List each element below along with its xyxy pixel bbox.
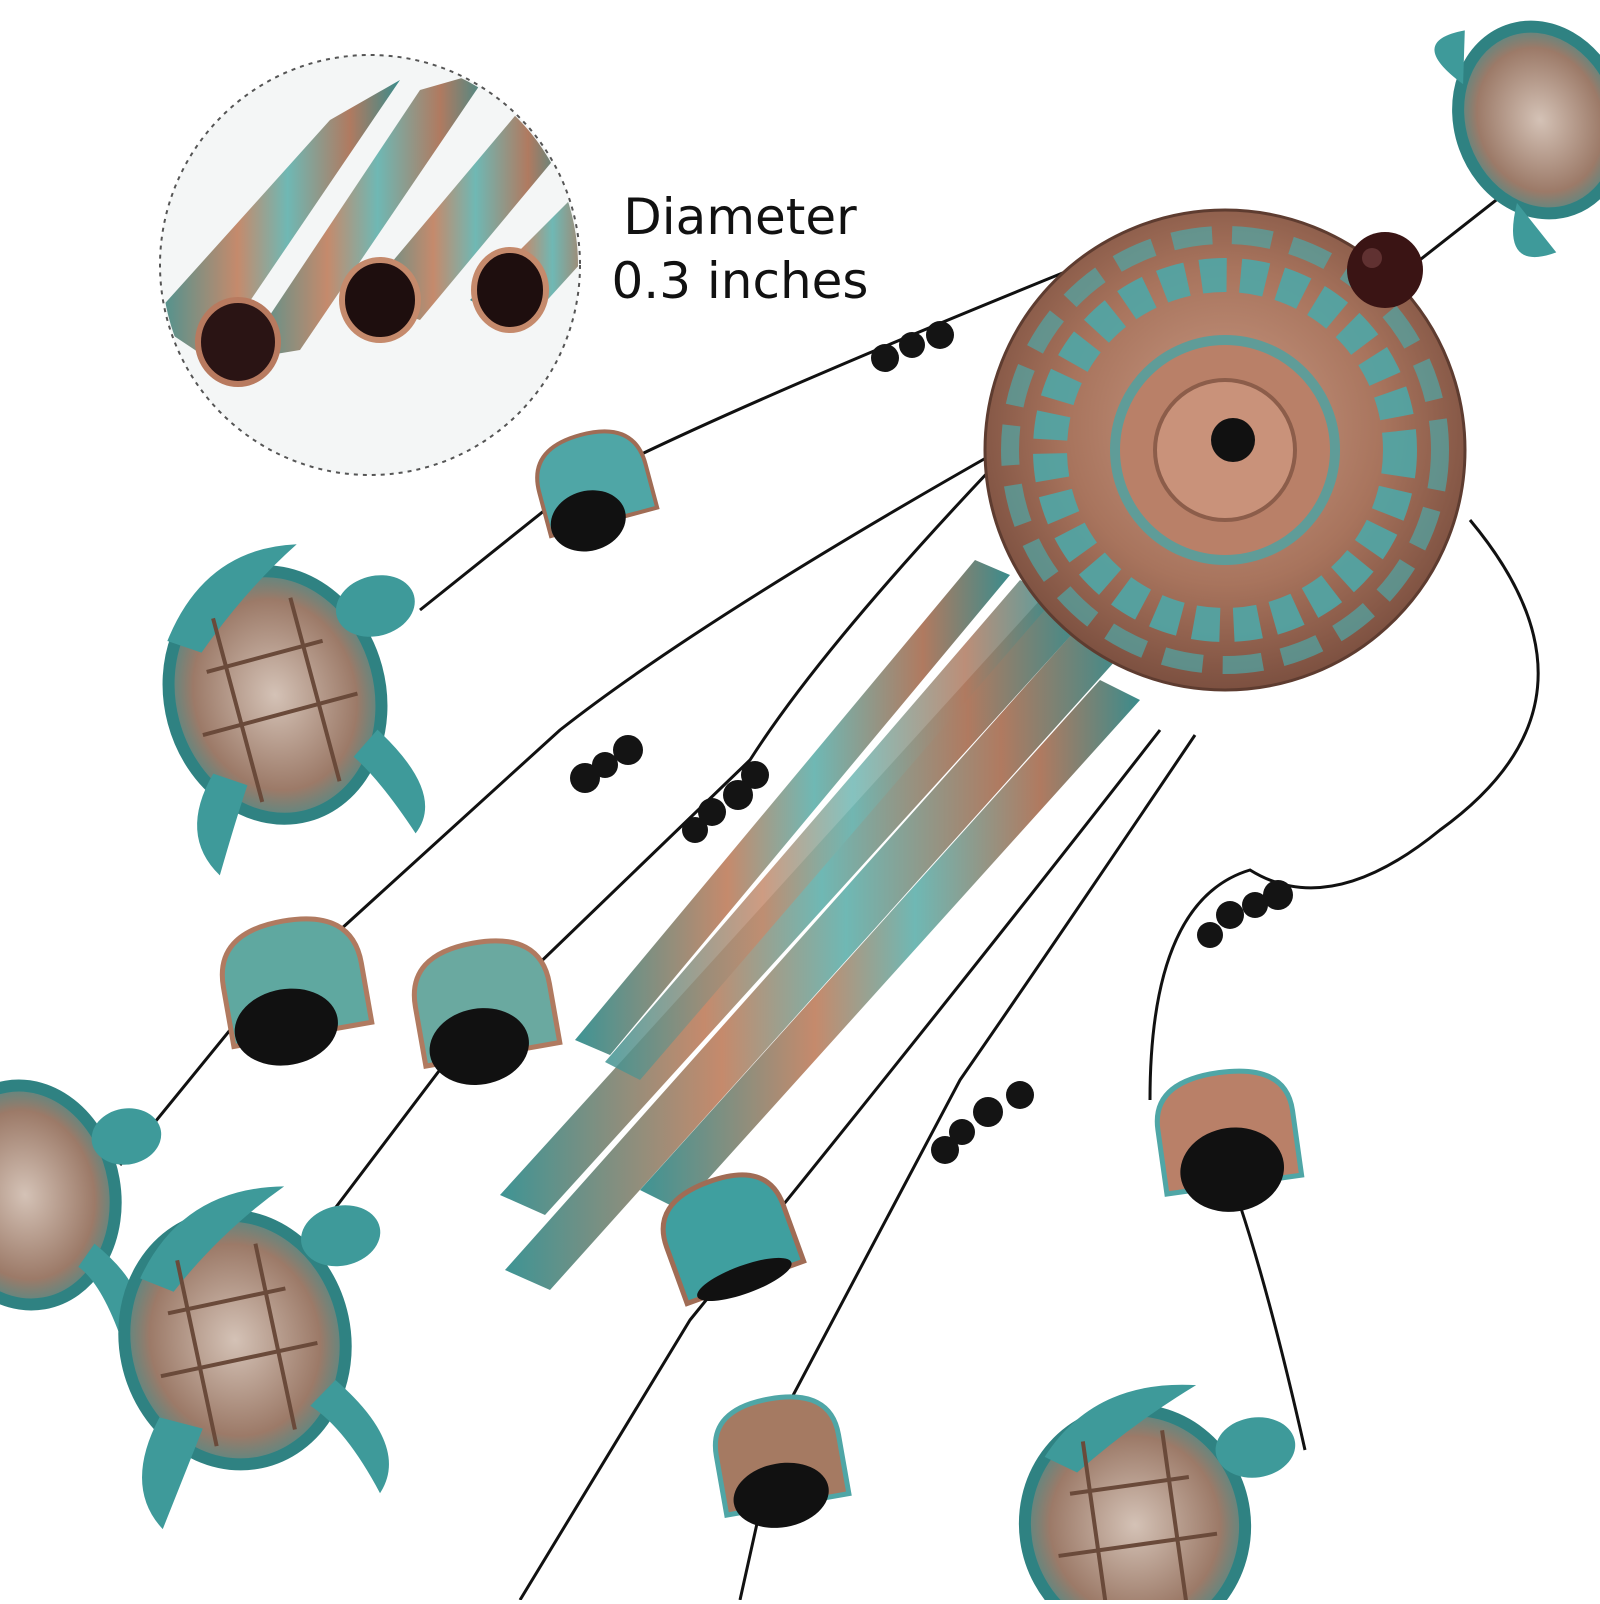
flower-disc [983,208,1467,692]
wood-bead [1347,232,1423,308]
callout-line-2: 0.3 inches [611,252,869,310]
chime-tubes [500,560,1140,1290]
bells [219,429,1305,1528]
bead-clusters [570,321,1293,1164]
callout-line-1: Diameter [623,188,857,246]
diameter-callout: Diameter 0.3 inches [590,185,890,313]
tube-diameter-inset [159,54,581,476]
